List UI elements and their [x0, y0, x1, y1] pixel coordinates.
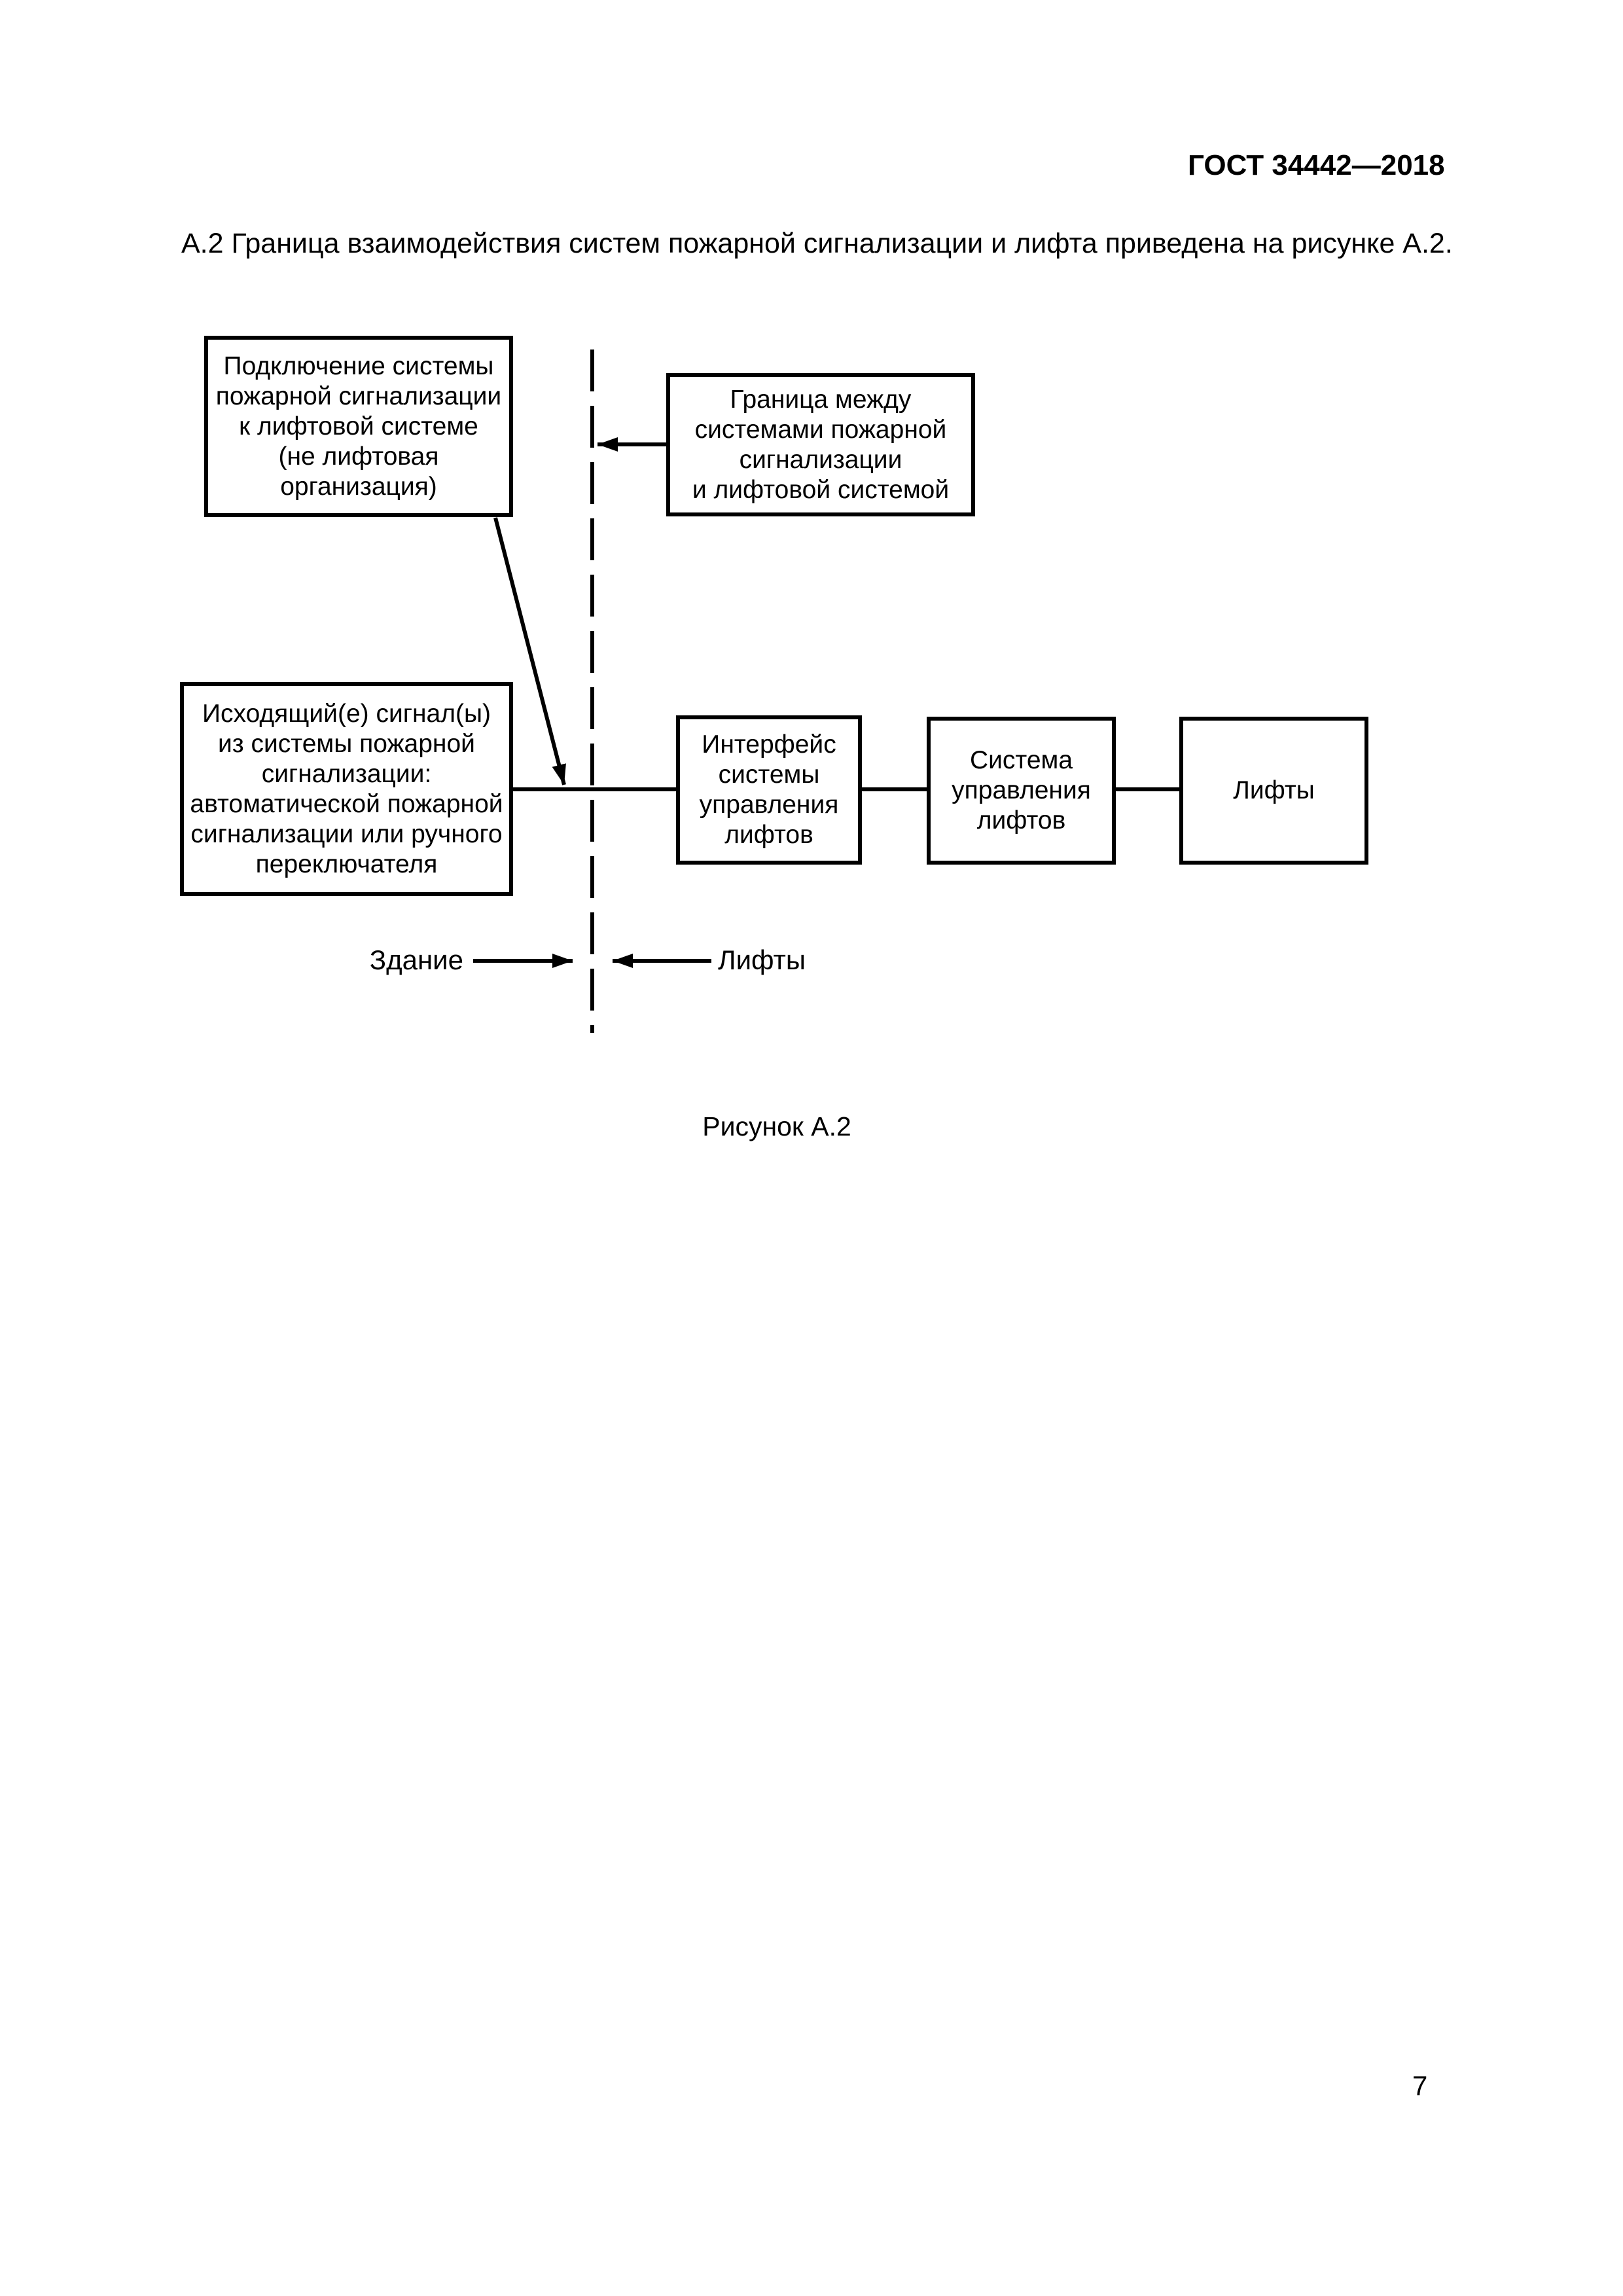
page-header: ГОСТ 34442—2018	[1188, 149, 1445, 181]
box-systems-boundary: Граница между системами пожарной сигнали…	[666, 373, 975, 516]
box-lift-control-interface: Интерфейс системы управления лифтов	[676, 715, 862, 865]
lifts-side-label: Лифты	[718, 944, 806, 975]
page-number: 7	[1412, 2070, 1428, 2101]
box-lifts: Лифты	[1179, 717, 1368, 865]
building-side-label: Здание	[369, 944, 463, 975]
figure-caption: Рисунок А.2	[702, 1111, 851, 1141]
intro-paragraph: А.2 Граница взаимодействия систем пожарн…	[181, 228, 1453, 259]
box-outgoing-signals: Исходящий(е) сигнал(ы) из системы пожарн…	[180, 682, 513, 896]
box-fire-alarm-connection: Подключение системы пожарной сигнализаци…	[204, 336, 513, 517]
box-lift-control-system: Система управления лифтов	[927, 717, 1116, 865]
